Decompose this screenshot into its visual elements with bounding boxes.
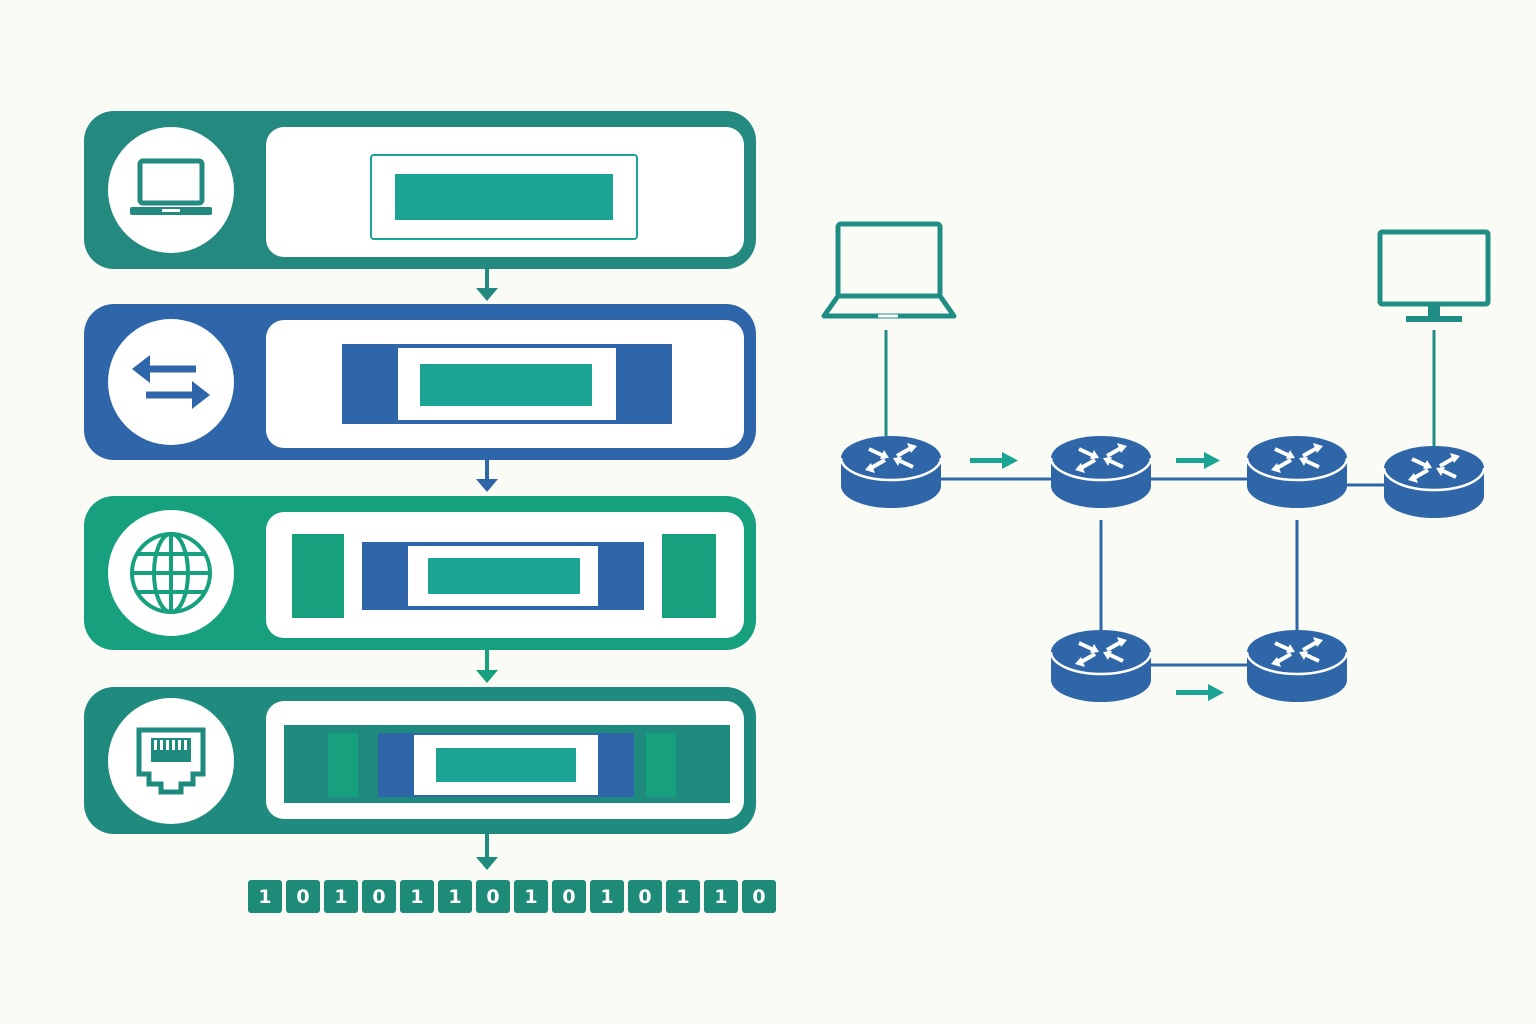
bit: 0	[476, 880, 510, 913]
router-icon	[1245, 628, 1349, 704]
down-arrow	[476, 459, 498, 492]
frame-header	[328, 733, 358, 797]
layer-network	[84, 496, 756, 650]
bit: 1	[248, 880, 282, 913]
globe-icon	[130, 532, 212, 614]
payload-block	[436, 748, 576, 782]
layer-icon-holder	[108, 698, 234, 824]
layer-application	[84, 111, 756, 269]
layer-panel	[266, 701, 744, 819]
bit: 1	[590, 880, 624, 913]
ethernet-port-icon	[136, 727, 206, 795]
layer-panel	[266, 320, 744, 448]
flow-arrow	[970, 452, 1018, 469]
bit: 0	[628, 880, 662, 913]
laptop-icon	[130, 158, 212, 215]
router-icon	[1245, 434, 1349, 510]
payload-block	[395, 174, 613, 220]
two-way-arrows-icon	[132, 355, 210, 409]
laptop-icon	[821, 221, 957, 319]
flow-arrow	[1176, 452, 1220, 469]
bit-stream: 1 0 1 0 1 1 0 1 0 1 0 1 1 0	[248, 880, 776, 913]
payload-block	[428, 558, 580, 594]
bit: 1	[400, 880, 434, 913]
layer-transport	[84, 304, 756, 460]
flow-arrow	[1176, 684, 1224, 701]
bit: 1	[666, 880, 700, 913]
layer-icon-holder	[108, 127, 234, 253]
router-icon	[1382, 444, 1486, 520]
frame-trailer	[646, 733, 676, 797]
layer-panel	[266, 127, 744, 257]
bit: 1	[438, 880, 472, 913]
layer-icon-holder	[108, 510, 234, 636]
router-icon	[1049, 628, 1153, 704]
bit: 1	[704, 880, 738, 913]
bit: 1	[324, 880, 358, 913]
router-icon	[1049, 434, 1153, 510]
layer-icon-holder	[108, 319, 234, 445]
monitor-icon	[1377, 229, 1491, 322]
bit: 1	[514, 880, 548, 913]
layer-panel	[266, 512, 744, 638]
router-icon	[839, 434, 943, 510]
bit: 0	[362, 880, 396, 913]
bit: 0	[552, 880, 586, 913]
bit: 0	[286, 880, 320, 913]
network-links	[940, 477, 1386, 667]
down-arrow	[476, 833, 498, 870]
down-arrow	[476, 268, 498, 301]
bit: 0	[742, 880, 776, 913]
payload-block	[420, 364, 592, 406]
layer-link	[84, 687, 756, 834]
down-arrow	[476, 650, 498, 683]
